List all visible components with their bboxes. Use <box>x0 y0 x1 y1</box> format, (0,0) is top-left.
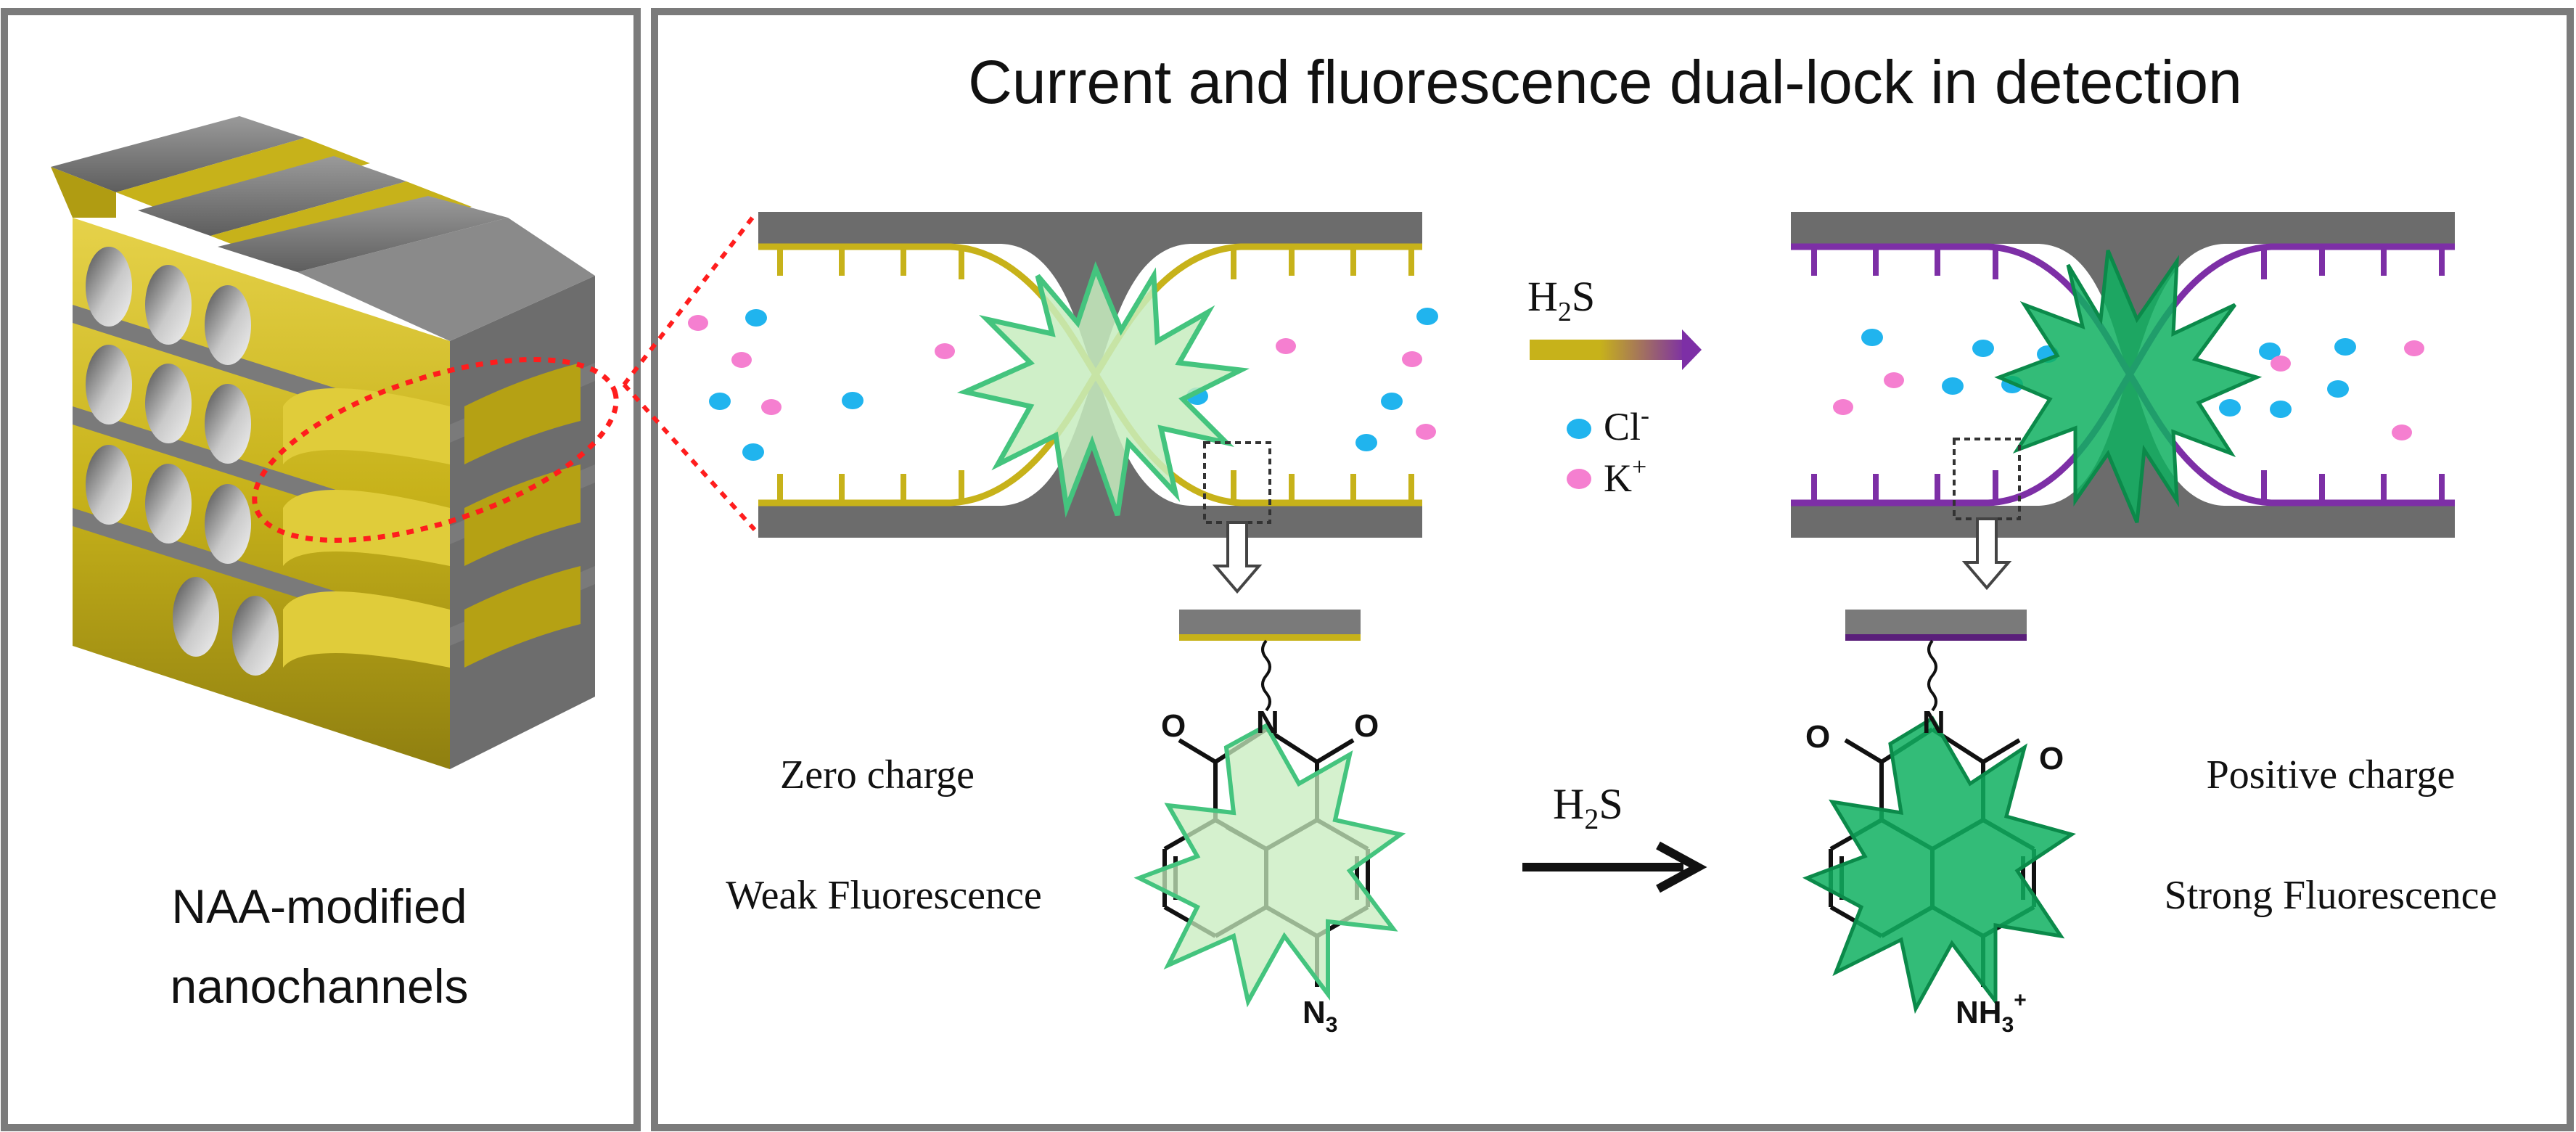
left-panel: NAA-modified nanochannels <box>1 8 641 1131</box>
block-channel-grooves <box>283 363 581 668</box>
zoom-line-top <box>622 213 757 386</box>
strong-fluorescence-burst <box>1994 250 2263 523</box>
naa-ligands-before-bottom <box>777 470 1414 503</box>
ammonium-group: NH3+ <box>1956 988 2027 1037</box>
right-panel: Current and fluorescence dual-lock in de… <box>622 8 2574 1131</box>
zoom-line-bottom <box>622 382 757 532</box>
cl-ion <box>2327 380 2349 398</box>
weak-fluorescence-label: Weak Fluorescence <box>726 873 1042 918</box>
block-pores <box>86 247 279 676</box>
nitrogen-imide-after: N <box>1922 705 1945 740</box>
k-ion <box>2404 340 2424 356</box>
k-ion <box>2271 356 2291 372</box>
cl-ion <box>2270 401 2292 418</box>
oxygen-right-after: O <box>2039 741 2064 776</box>
pink-ion-dot <box>1567 469 1591 489</box>
panel-title: Current and fluorescence dual-lock in de… <box>968 48 2242 116</box>
cl-ion <box>1355 434 1377 451</box>
product-ligands-after-bottom <box>1811 470 2445 503</box>
k-ion <box>1416 424 1436 440</box>
k-ion <box>935 343 955 359</box>
channel-before-top-wall <box>758 212 1422 244</box>
cl-ion <box>742 443 764 461</box>
weak-fluorescence-burst <box>956 261 1250 518</box>
oxygen-left-after: O <box>1805 719 1830 755</box>
surface-slab-after <box>1845 610 2027 634</box>
k-ion <box>1884 372 1904 388</box>
oxygen-left-before: O <box>1161 708 1186 744</box>
ion-legend: Cl- K+ <box>1567 401 1649 500</box>
zero-charge-label: Zero charge <box>780 752 975 797</box>
linker-after <box>1927 639 1937 712</box>
weak-fluorescence-molecule-burst <box>1133 722 1406 1008</box>
channel-after-top-wall <box>1791 212 2455 244</box>
cl-ion <box>2219 399 2241 417</box>
cl-ion <box>1416 308 1438 325</box>
nitrogen-imide-before: N <box>1256 705 1279 740</box>
left-panel-frame <box>1 8 641 1131</box>
down-arrow-before <box>1212 521 1263 594</box>
cl-ion <box>2334 338 2356 356</box>
left-caption-line1: NAA-modified <box>171 879 467 933</box>
gradient-arrow-shaft <box>1530 340 1686 360</box>
ions-before <box>688 308 1438 461</box>
zoom-region-ellipse <box>252 356 619 544</box>
k-ion <box>731 352 752 368</box>
porous-membrane-block <box>51 116 595 769</box>
channel-before-bottom-wall <box>758 506 1422 538</box>
positive-charge-label: Positive charge <box>2207 752 2456 797</box>
left-caption-line2: nanochannels <box>170 959 468 1013</box>
k-ion <box>2392 424 2412 440</box>
legend-k: K+ <box>1604 452 1646 500</box>
k-ion <box>1402 351 1422 367</box>
cl-ion <box>2259 343 2281 360</box>
conversion-arrow-bottom: H2S <box>1522 780 1707 893</box>
molecule-after: O O N NH3+ <box>1802 610 2076 1037</box>
channel-after-bottom-wall <box>1791 506 2455 538</box>
reagent-label-top: H2S <box>1527 273 1595 327</box>
product-ligands-after-top <box>1811 247 2445 279</box>
cl-ion <box>1861 329 1883 346</box>
molecule-before: O O N N3 <box>1133 610 1406 1037</box>
cl-ion <box>1942 377 1964 395</box>
k-ion <box>1833 399 1853 415</box>
cl-ion <box>1381 393 1403 410</box>
conversion-arrow-top: H2S <box>1527 273 1702 370</box>
right-panel-frame <box>651 8 2574 1131</box>
k-ion <box>688 315 708 331</box>
cl-ion <box>709 393 731 410</box>
surface-slab-before <box>1179 610 1361 634</box>
reagent-label-bottom: H2S <box>1553 780 1623 835</box>
channel-after <box>1791 212 2455 591</box>
black-arrow-head <box>1656 841 1707 893</box>
down-arrow-after <box>1961 517 2012 591</box>
cl-ion <box>842 392 864 409</box>
oxygen-right-before: O <box>1354 708 1379 744</box>
strong-fluorescence-molecule-burst <box>1802 715 2076 1014</box>
channel-before <box>688 212 1438 594</box>
blue-ion-dot <box>1567 419 1591 439</box>
cl-ion <box>1972 340 1994 357</box>
strong-fluorescence-label: Strong Fluorescence <box>2165 873 2498 918</box>
linker-before <box>1261 639 1271 712</box>
block-top-ridges <box>51 116 595 341</box>
cl-ion <box>745 309 767 327</box>
k-ion <box>761 399 782 415</box>
legend-cl: Cl- <box>1604 401 1649 448</box>
naa-ligands-before-top <box>777 247 1414 279</box>
gradient-arrow-head <box>1682 329 1702 370</box>
k-ion <box>1276 338 1296 354</box>
azide-group: N3 <box>1303 995 1337 1037</box>
